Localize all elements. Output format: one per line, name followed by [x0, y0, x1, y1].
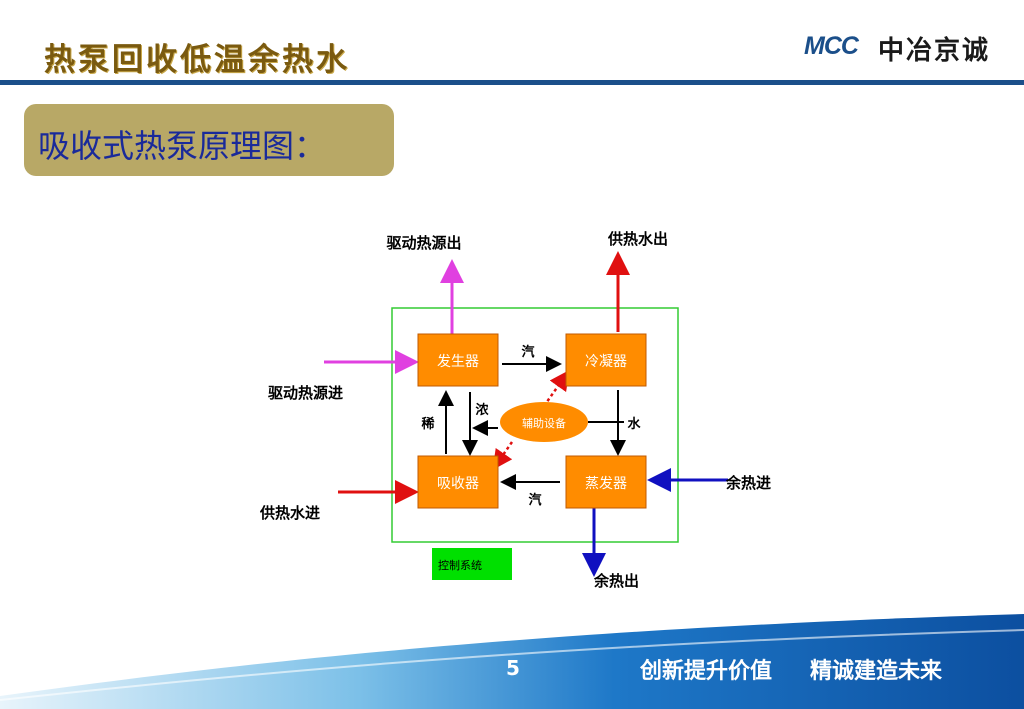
- auxiliary-equipment: [500, 402, 588, 442]
- slogan-left: 创新提升价值: [640, 659, 773, 684]
- page-number: 5: [506, 656, 520, 680]
- absorber-box: [417, 455, 499, 509]
- auxiliary-label: 辅助设备: [522, 416, 566, 430]
- aux-to-condenser-dotted: [542, 369, 570, 407]
- footer-band: [0, 614, 1024, 709]
- control-system-box: [432, 548, 512, 580]
- slogan: 创新提升价值 精诚建造未来: [640, 653, 942, 685]
- water-label: 水: [627, 416, 641, 432]
- dilute-label: 稀: [421, 416, 434, 432]
- waste-heat-out-label: 余热出: [593, 572, 639, 590]
- page-title: 热泵回收低温余热水: [44, 42, 350, 78]
- steam-bottom-label: 汽: [528, 492, 541, 508]
- subtitle-box: 吸收式热泵原理图：: [24, 104, 394, 176]
- steam-top-label: 汽: [521, 344, 534, 360]
- company-logo: MCC 中冶京诚: [804, 24, 1014, 70]
- subtitle: 吸收式热泵原理图：: [38, 127, 327, 165]
- drive-heat-in-label: 驱动热源进: [268, 384, 343, 402]
- evaporator-box: [565, 455, 647, 509]
- supply-water-in-label: 供热水进: [259, 504, 320, 522]
- control-system-label: 控制系统: [438, 558, 482, 572]
- evaporator-label: 蒸发器: [585, 476, 627, 492]
- supply-water-out-label: 供热水出: [607, 230, 668, 248]
- logo-text: 中冶京诚: [878, 36, 991, 66]
- absorber-label: 吸收器: [437, 476, 479, 492]
- waste-heat-in-label: 余热进: [725, 474, 771, 492]
- generator-label: 发生器: [437, 354, 479, 370]
- drive-heat-out-label: 驱动热源出: [386, 234, 461, 252]
- condenser-box: [565, 333, 647, 387]
- slogan-right: 精诚建造未来: [810, 659, 943, 684]
- system-frame: [391, 307, 679, 543]
- title-rule: [0, 80, 1024, 85]
- condenser-label: 冷凝器: [585, 354, 627, 370]
- concentrated-label: 浓: [475, 402, 489, 418]
- logo-mark: MCC: [804, 32, 859, 60]
- heat-pump-diagram: 发生器 冷凝器 吸收器 蒸发器 辅助设备 控制系统 汽 汽 稀 浓 水 驱动热源…: [259, 230, 771, 590]
- generator-box: [417, 333, 499, 387]
